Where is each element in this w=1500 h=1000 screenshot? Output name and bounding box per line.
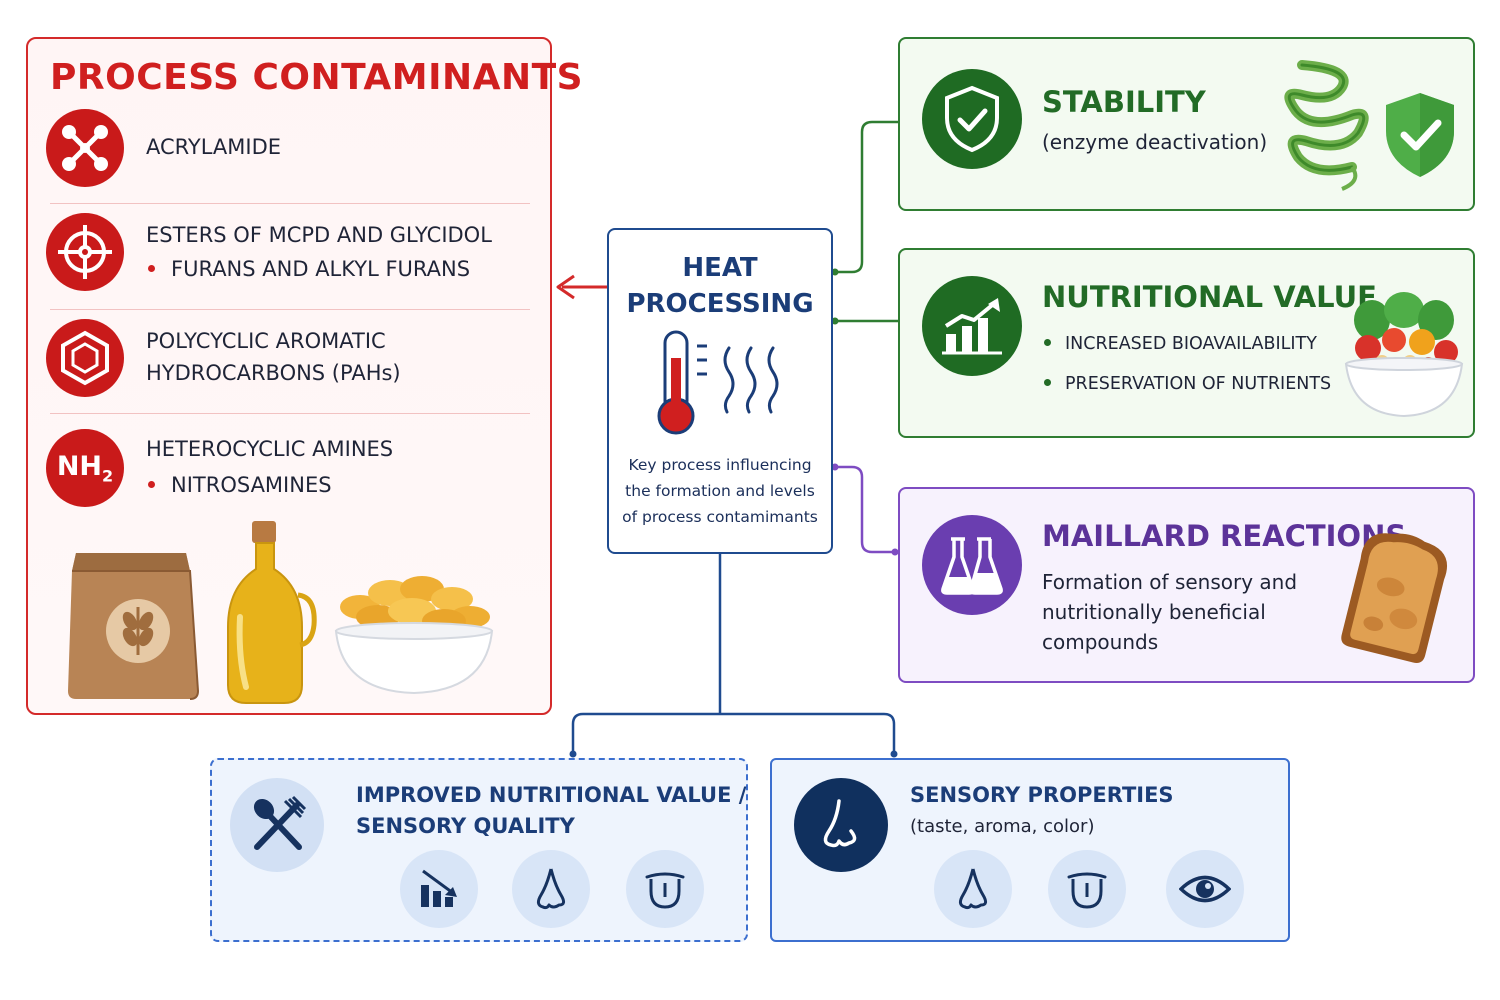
maillard-desc-line: compounds xyxy=(1042,630,1159,654)
contaminants-panel: PROCESS CONTAMINANTS ACRYLAMIDE ES xyxy=(26,37,583,715)
maillard-desc-line: Formation of sensory and xyxy=(1042,570,1298,594)
contaminant-row-acrylamide: ACRYLAMIDE xyxy=(46,109,532,187)
shield-check-icon xyxy=(922,69,1022,169)
contaminant-label: ACRYLAMIDE xyxy=(146,135,282,159)
bullet-dot xyxy=(1044,379,1051,386)
sensory-subtitle: (taste, aroma, color) xyxy=(910,816,1095,837)
eye-icon xyxy=(1166,850,1244,928)
nose-icon xyxy=(512,850,590,928)
connector-bottom xyxy=(571,554,896,756)
nose-icon xyxy=(934,850,1012,928)
tongue-icon xyxy=(626,850,704,928)
toast-icon xyxy=(1330,529,1466,669)
growth-chart-icon xyxy=(922,276,1022,376)
contaminant-bullet-item: NITROSAMINES xyxy=(146,469,332,501)
maillard-desc-line: nutritionally beneficial xyxy=(1042,600,1266,624)
heat-desc-line: the formation and levels xyxy=(625,482,815,500)
improved-title-line2: SENSORY QUALITY xyxy=(356,814,575,838)
nutrition-bullet-text: PRESERVATION OF NUTRIENTS xyxy=(1065,374,1332,394)
divider xyxy=(50,203,530,204)
bullet-dot xyxy=(148,481,155,488)
connector-dot-improved xyxy=(569,750,577,758)
nutrition-title: NUTRITIONAL VALUE xyxy=(1042,280,1377,314)
cutlery-icon xyxy=(230,778,324,872)
vegetable-bowl-icon xyxy=(1342,290,1466,420)
contaminant-label: HYDROCARBONS (PAHs) xyxy=(146,361,401,385)
connector-maillard xyxy=(833,465,898,554)
divider xyxy=(50,413,530,414)
contaminants-title: PROCESS CONTAMINANTS xyxy=(50,57,584,98)
contaminant-bullet-item: FURANS AND ALKYL FURANS xyxy=(146,253,470,285)
improved-quality-panel: IMPROVED NUTRITIONAL VALUE / SENSORY QUA… xyxy=(210,758,748,942)
heat-title-line2: PROCESSING xyxy=(626,289,814,319)
oil-bottle-icon xyxy=(218,517,318,707)
thermometer-heat-icon xyxy=(649,328,789,440)
tongue-icon xyxy=(1048,850,1126,928)
heat-desc-line: of process contamimants xyxy=(622,508,818,526)
contaminant-row-amines: NH2 HETEROCYCLIC AMINES NITROSAMINES xyxy=(46,429,532,507)
contaminant-row-mcpd: ESTERS OF MCPD AND GLYCIDOL FURANS AND A… xyxy=(46,213,532,291)
contaminant-bullet-text: FURANS AND ALKYL FURANS xyxy=(171,257,471,281)
maillard-panel: MAILLARD REACTIONS Formation of sensory … xyxy=(898,487,1475,683)
heat-description: Key process influencing the formation an… xyxy=(615,452,825,530)
nose-icon xyxy=(794,778,888,872)
improved-title-line1: IMPROVED NUTRITIONAL VALUE / xyxy=(356,783,747,807)
nh2-icon: NH2 xyxy=(46,429,124,507)
protein-ribbon-icon xyxy=(1282,55,1374,195)
stability-panel: STABILITY (enzyme deactivation) xyxy=(898,37,1475,211)
nutrition-bullet-item: INCREASED BIOAVAILABILITY xyxy=(1042,324,1331,364)
contaminant-label: ESTERS OF MCPD AND GLYCIDOL xyxy=(146,223,492,247)
heat-title-line1: HEAT xyxy=(682,253,758,283)
green-shield-icon xyxy=(1384,91,1456,179)
maillard-description: Formation of sensory and nutritionally b… xyxy=(1042,567,1297,657)
heat-desc-line: Key process influencing xyxy=(628,456,812,474)
nh2-icon-sub: 2 xyxy=(102,466,114,486)
bar-chart-icon xyxy=(400,850,478,928)
improved-title: IMPROVED NUTRITIONAL VALUE / SENSORY QUA… xyxy=(356,780,746,842)
stability-title: STABILITY xyxy=(1042,85,1206,119)
crosshair-icon xyxy=(46,213,124,291)
connector-stability xyxy=(833,120,898,274)
nutrition-bullet-list: INCREASED BIOAVAILABILITY PRESERVATION O… xyxy=(1042,324,1331,404)
contaminant-bullet-text: NITROSAMINES xyxy=(171,473,332,497)
chips-bowl-icon xyxy=(320,559,500,699)
grain-bag-icon xyxy=(58,541,208,701)
sensory-properties-panel: SENSORY PROPERTIES (taste, aroma, color) xyxy=(770,758,1290,942)
arrow-head-contaminants xyxy=(556,274,575,300)
hexagon-ring-icon xyxy=(46,319,124,397)
molecule-icon xyxy=(46,109,124,187)
sensory-title: SENSORY PROPERTIES xyxy=(910,783,1174,807)
contaminant-label: POLYCYCLIC AROMATIC xyxy=(146,329,386,353)
contaminant-label: HETEROCYCLIC AMINES xyxy=(146,437,394,461)
heat-processing-box: HEAT PROCESSING Key process influencing … xyxy=(607,228,833,554)
nh2-icon-text: NH xyxy=(56,450,103,482)
nutrition-bullet-text: INCREASED BIOAVAILABILITY xyxy=(1065,334,1317,354)
contaminant-row-pah: POLYCYCLIC AROMATIC HYDROCARBONS (PAHs) xyxy=(46,319,532,397)
heat-title: HEAT PROCESSING xyxy=(609,250,831,322)
maillard-title: MAILLARD REACTIONS xyxy=(1042,519,1407,553)
bullet-dot xyxy=(1044,339,1051,346)
bullet-dot xyxy=(148,265,155,272)
flasks-icon xyxy=(922,515,1022,615)
nutrition-bullet-item: PRESERVATION OF NUTRIENTS xyxy=(1042,364,1331,404)
stability-subtitle: (enzyme deactivation) xyxy=(1042,130,1268,154)
connector-dot-sensory xyxy=(890,750,898,758)
divider xyxy=(50,309,530,310)
nutrition-panel: NUTRITIONAL VALUE INCREASED BIOAVAILABIL… xyxy=(898,248,1475,438)
